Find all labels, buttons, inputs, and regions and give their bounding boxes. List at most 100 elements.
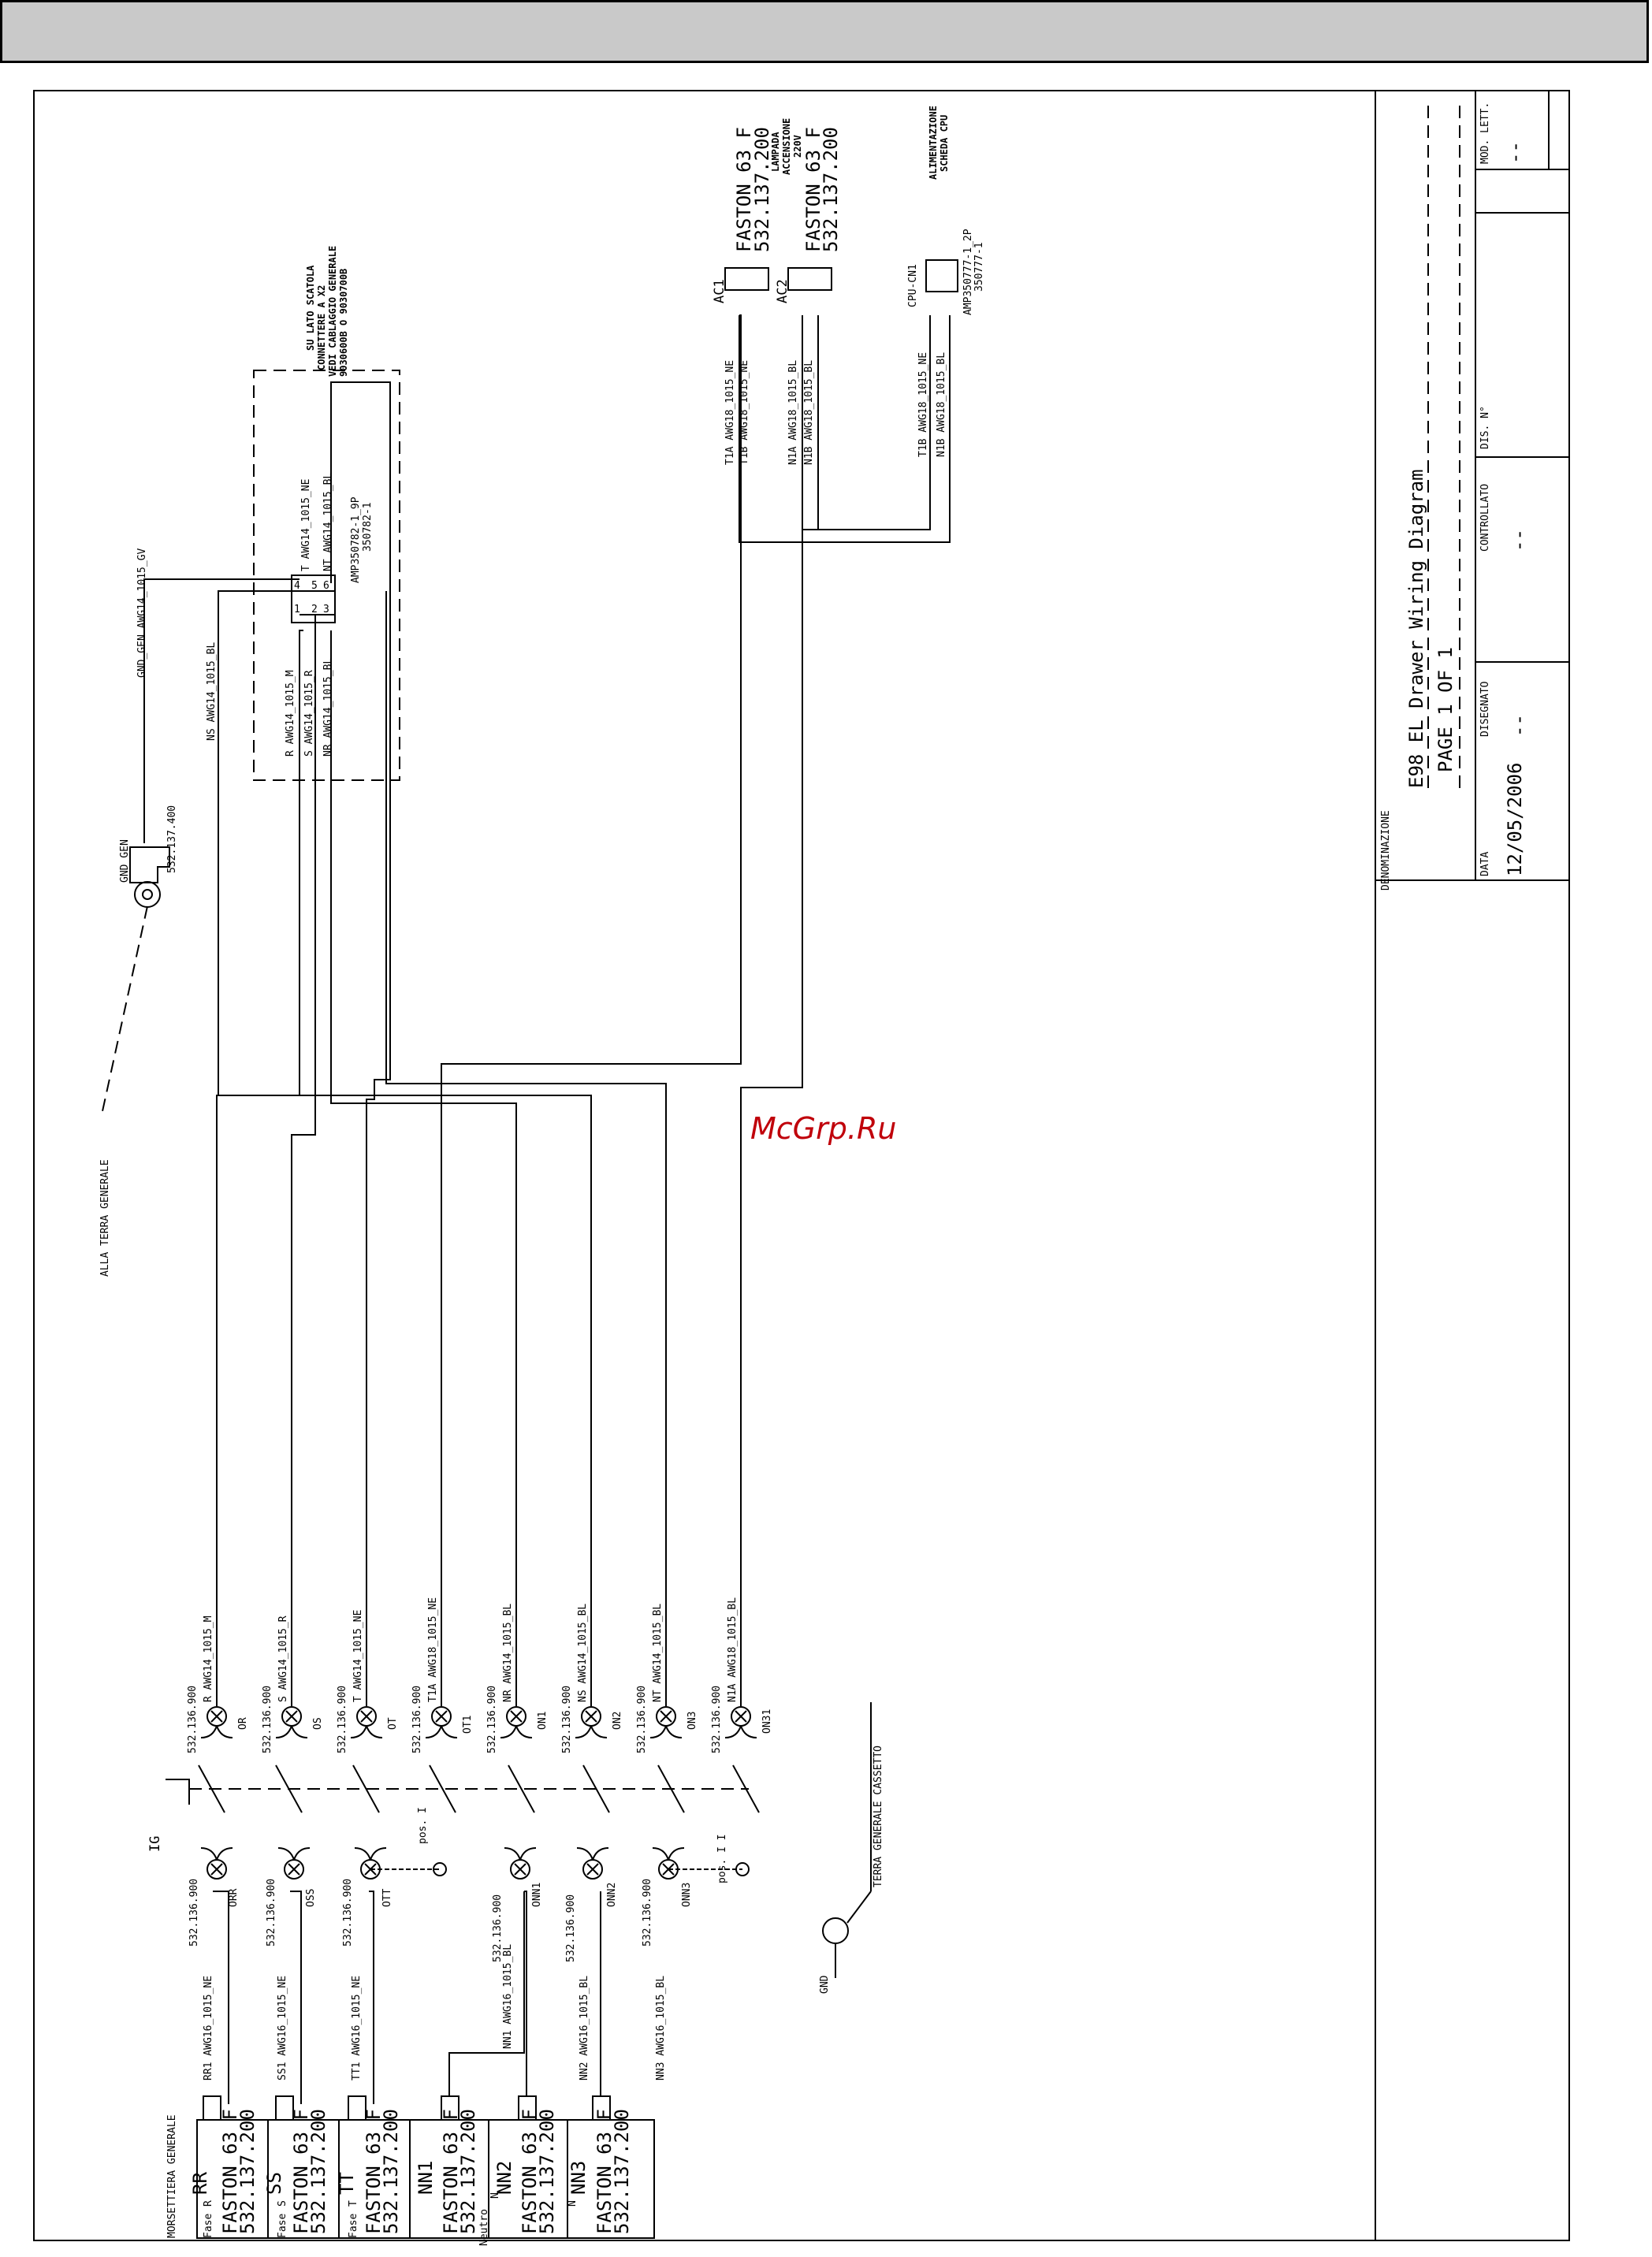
wire-label: S AWG14_1015_R (303, 670, 315, 757)
lamp-part: FASTON 63 F (802, 127, 824, 252)
cpu-part: AMP350777-1_2P (962, 229, 974, 315)
switch-pos2: pos. I I (716, 1834, 728, 1883)
ground-section: GND_GEN AWG14_1015_GV GND_GEN 532.137.40… (99, 548, 884, 1994)
terminal-phase: S (277, 2200, 288, 2207)
switch-pos1: pos. I (417, 1807, 429, 1844)
terminal-part: FASTON 63 F (519, 2109, 541, 2234)
x2-note: VEDI CABLAGGIO GENERALE (327, 246, 338, 377)
drawing-frame (33, 90, 1570, 2241)
cpu-title: ALIMENTAZIONE (928, 106, 939, 180)
connector-code: 532.136.900 (187, 1686, 199, 1753)
terminal-part: FASTON 63 F (290, 2109, 312, 2234)
terminal-conn: NN1 (415, 2161, 437, 2195)
wire-label: T AWG14_1015_NE (300, 479, 312, 571)
main-switch: IG pos. I pos. I I (147, 1764, 760, 1883)
connector-symbol (500, 1706, 533, 1738)
gnd-gen-code: 532.137.400 (166, 805, 178, 873)
terminal-row: Fase S SS FASTON 63 F 532.137.200 (263, 2109, 329, 2238)
controllato-value: -- (1508, 529, 1530, 552)
terminal-phase: R (203, 2200, 214, 2207)
header-bar (0, 0, 1649, 63)
denominazione-label: DENOMINAZIONE (1380, 810, 1392, 891)
cpu-title: SCHEDA CPU (939, 115, 950, 172)
terminal-side: Fase (277, 2214, 288, 2238)
wire-label: T1A AWG18_1015_NE (427, 1597, 439, 1702)
terminal-conn: NN3 (567, 2161, 590, 2195)
terminal-row: Fase T TT FASTON 63 F 532.137.200 (336, 2109, 402, 2238)
alla-terra-label: ALLA TERRA GENERALE (99, 1159, 111, 1277)
wire-label: N1B AWG18_1015_BL (803, 360, 815, 465)
upper-connectors: 532.136.900 OR 532.136.900 OS 532.136.90… (187, 1597, 773, 1753)
wire-label: RR1 AWG16_1015_NE (203, 1976, 214, 2080)
pin-label: 3 (323, 604, 329, 615)
connector-code: 532.136.900 (711, 1686, 723, 1753)
terminal-side: Neutro (478, 2209, 490, 2246)
terminal-code: 532.137.200 (611, 2109, 633, 2234)
terminal-part: FASTON 63 F (219, 2109, 241, 2234)
lamp-title: 220V (792, 135, 803, 158)
connector-name: ONN2 (606, 1883, 618, 1907)
x2-note: SU LATO SCATOLA (305, 265, 316, 351)
connector-symbol (277, 1847, 311, 1880)
connector-name: OSS (305, 1889, 317, 1907)
terminal-code: 532.137.200 (457, 2109, 479, 2234)
connector-name: OS (312, 1717, 324, 1730)
lamp-title: LAMPADA (770, 132, 781, 172)
wire-label: NN3 AWG16_1015_BL (655, 1976, 667, 2080)
terminal-row: N NN2 FASTON 63 F 532.137.200 (493, 2109, 579, 2234)
pin-label: 2 (311, 604, 318, 615)
x2-part: AMP350782-1_9P (350, 496, 362, 583)
page-number: PAGE 1 OF 1 (1434, 647, 1457, 772)
connector-name: OR (237, 1717, 249, 1730)
terminal-conn: NN2 (493, 2161, 515, 2195)
terminal-code: 532.137.200 (236, 2109, 259, 2234)
connector-symbol (575, 1706, 608, 1738)
wire-label: NS AWG14_1015_BL (206, 642, 218, 741)
cpu-part2: 350777-1 (973, 242, 985, 292)
terminal-side: Fase (203, 2214, 214, 2238)
x2-note: 9030600B O 9030700B (338, 269, 349, 377)
x2-part2: 350782-1 (362, 502, 374, 552)
disegnato-label: DISEGNATO (1479, 681, 1491, 737)
wire-label: N1A AWG18_1015_BL (787, 360, 799, 465)
terminal-code: 532.137.200 (380, 2109, 402, 2234)
pin-label: 1 (294, 604, 300, 615)
terminal-part: FASTON 63 F (440, 2109, 462, 2234)
connector-symbol (425, 1706, 458, 1738)
connector-code: 532.136.900 (262, 1686, 273, 1753)
connector-name: ORR (228, 1888, 240, 1907)
terminal-phase: T (348, 2200, 359, 2207)
connector-code: 532.136.900 (188, 1879, 200, 1947)
terminal-phase: N (489, 2192, 501, 2199)
dis-n-label: DIS. N° (1479, 406, 1491, 449)
upper-wire-lines (143, 314, 951, 1706)
lamp-section: AC1 AC2 FASTON 63 F 532.137.200 FASTON 6… (712, 118, 842, 465)
connector-name: ON1 (537, 1712, 549, 1730)
terminal-conn: TT (336, 2172, 358, 2195)
gnd-gen-label: GND_GEN (119, 839, 131, 883)
mod-lett-value: -- (1504, 141, 1526, 164)
wire-label: N1A AWG18_1015_BL (727, 1597, 739, 1702)
connector-code: 532.136.900 (266, 1879, 277, 1947)
terminal-part: FASTON 63 F (593, 2109, 616, 2234)
lower-wire-lines (213, 1891, 601, 2104)
cpu-section: ALIMENTAZIONE SCHEDA CPU CPU-CN1 AMP3507… (907, 106, 985, 457)
wire-label: T1B AWG18_1015_NE (917, 352, 929, 457)
terminal-code: 532.137.200 (536, 2109, 558, 2234)
terminal-row: NN3 FASTON 63 F 532.137.200 (567, 2109, 633, 2234)
lamp-part: FASTON 63 F (733, 127, 755, 252)
connector-symbol (354, 1847, 387, 1880)
wire-label: NR AWG14_1015_BL (322, 658, 334, 757)
date-value: 12/05/2006 (1504, 763, 1526, 877)
controllato-label: CONTROLLATO (1479, 484, 1491, 552)
wire-label: NT AWG14_1015_BL (652, 1604, 664, 1702)
connector-name: ON2 (612, 1712, 623, 1730)
connector-symbol (350, 1706, 383, 1738)
title-block: DENOMINAZIONE E98 EL Drawer Wiring Diagr… (1375, 90, 1570, 2241)
wire-label: NT AWG14_1015_BL (322, 473, 334, 571)
lamp-code: 532.137.200 (820, 127, 842, 252)
lamp-code: 532.137.200 (751, 127, 773, 252)
pin-label: 6 (323, 580, 329, 592)
terminal-phase: N (567, 2200, 579, 2207)
